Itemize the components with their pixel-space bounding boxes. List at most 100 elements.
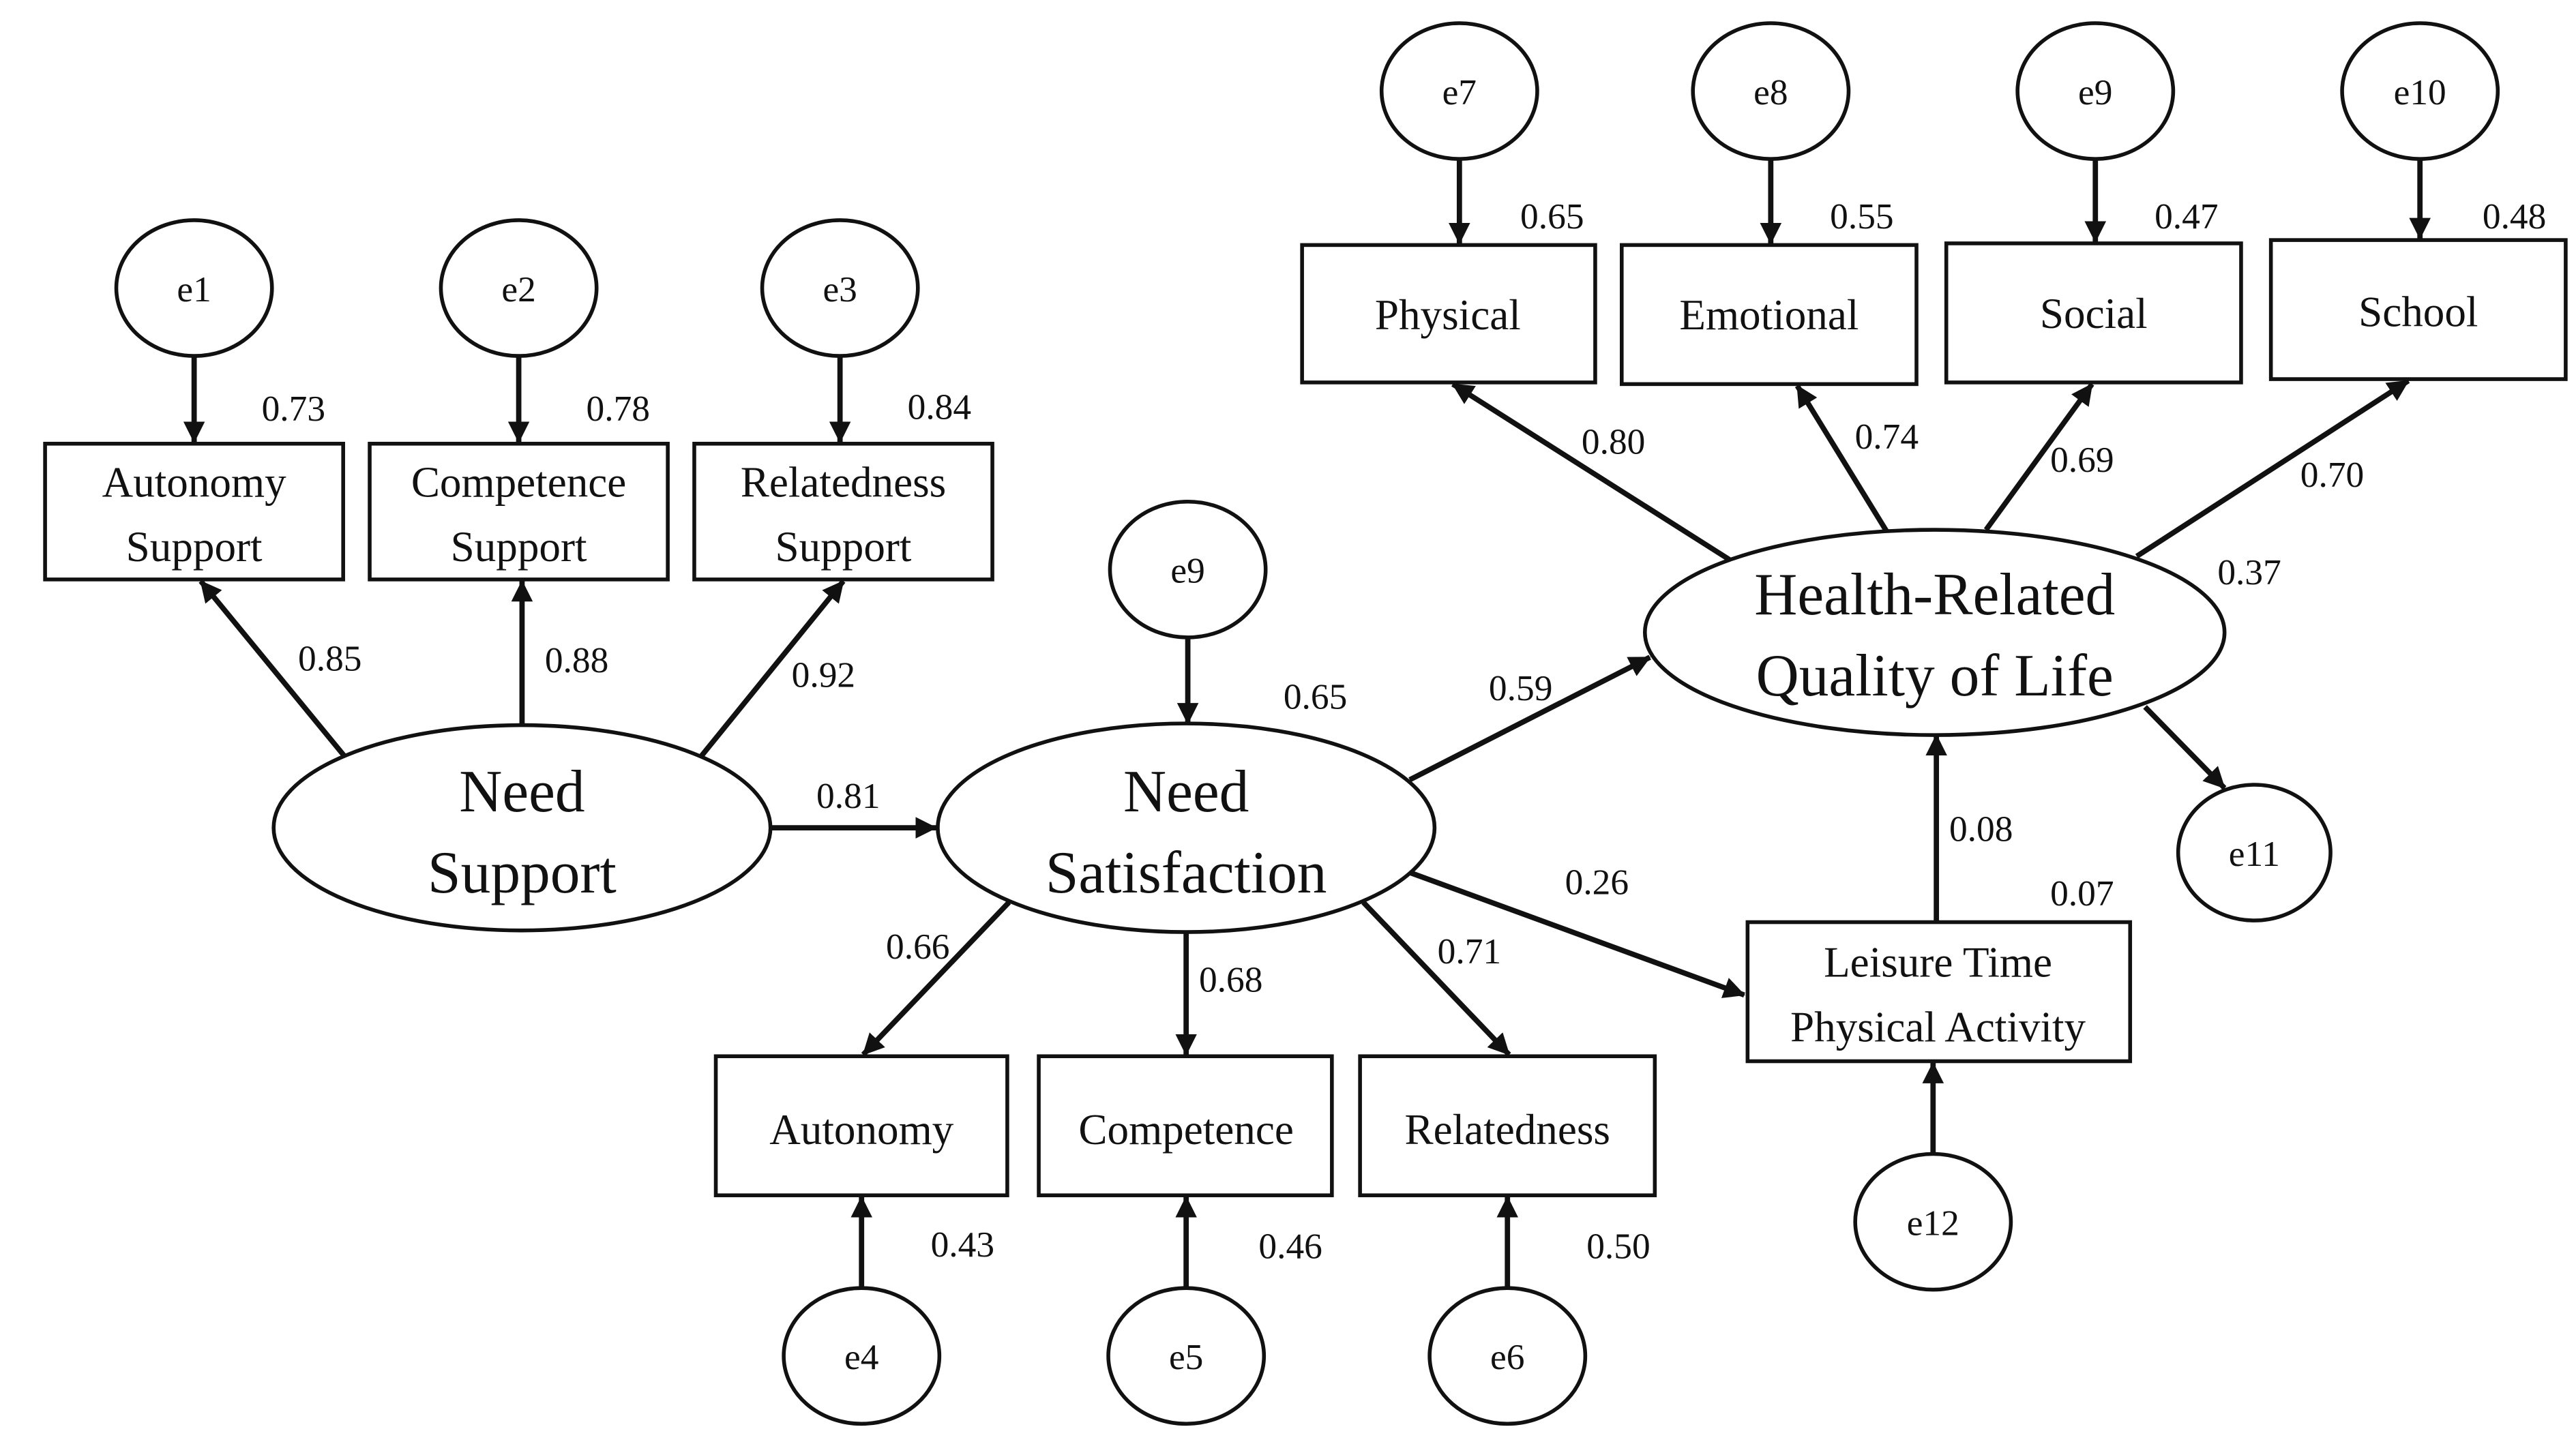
e1-label: e1 [177,269,211,310]
r2-physical: 0.65 [1520,196,1584,237]
path-lines [183,159,2431,1289]
need-satisfaction-label-line-2: Satisfaction [1046,839,1327,905]
ltpa-label-line-1: Leisure Time [1824,939,2052,987]
r2-competence-support: 0.78 [587,388,650,429]
box-school: School [2268,238,2568,381]
hrqol-label-line-1: Health-Related [1754,561,2115,627]
error-e11: e11 [2176,783,2333,922]
r2-relatedness-support: 0.84 [908,386,971,427]
error-e9-social: e9 [2015,21,2176,161]
error-e5: e5 [1106,1286,1267,1426]
competence-label: Competence [1078,1106,1294,1154]
arrow-e11-hrqol [2143,705,2227,790]
arrow-hrqol-social [1983,382,2094,532]
error-e2: e2 [439,218,599,358]
latent-need-support: Need Support [271,723,773,933]
competence-support-label-line-2: Support [451,523,587,571]
relatedness-support-label-line-2: Support [775,523,912,571]
r2-emotional: 0.55 [1830,196,1893,237]
box-social: Social [1944,241,2243,385]
arrow-need-satisfaction-ltpa [1408,870,1745,998]
social-label: Social [2040,290,2148,337]
e11-label: e11 [2229,833,2280,874]
error-e3: e3 [760,218,920,358]
r2-need-satisfaction: 0.65 [1284,676,1347,717]
arrow-hrqol-school [2135,378,2410,559]
box-autonomy: Autonomy [713,1054,1009,1197]
error-e4: e4 [782,1286,942,1426]
e9-indicator-label: e9 [2078,72,2112,112]
autonomy-support-label-line-1: Autonomy [102,458,286,506]
hrqol-label-line-2: Quality of Life [1756,642,2114,708]
loading-school: 0.70 [2300,454,2364,495]
coefficient-labels: 0.73 0.78 0.84 0.43 0.46 0.50 0.65 0.55 … [262,196,2547,1266]
competence-support-label-line-1: Competence [411,458,627,506]
relatedness-label: Relatedness [1404,1106,1610,1154]
need-support-label-line-2: Support [428,839,617,905]
loading-autonomy: 0.66 [886,926,949,967]
arrow-hrqol-physical [1451,382,1731,562]
arrow-need-satisfaction-hrqol [1408,655,1651,783]
loading-relatedness-support: 0.92 [792,655,855,695]
box-relatedness: Relatedness [1358,1054,1657,1197]
box-relatedness-support: Relatedness Support [692,441,994,582]
need-satisfaction-label-line-1: Need [1123,758,1249,824]
autonomy-label: Autonomy [769,1106,953,1154]
box-competence-support: Competence Support [368,441,670,582]
arrow-need-satisfaction-relatedness [1361,900,1511,1057]
e7-label: e7 [1442,72,1477,112]
r2-autonomy: 0.43 [931,1224,994,1265]
box-physical: Physical [1300,243,1597,385]
loading-social: 0.69 [2050,439,2114,480]
e4-label: e4 [844,1336,878,1377]
e6-label: e6 [1490,1336,1524,1377]
autonomy-support-label-line-2: Support [126,523,263,571]
physical-label: Physical [1375,291,1521,339]
r2-relatedness: 0.50 [1586,1225,1650,1266]
loading-competence: 0.68 [1199,959,1262,1000]
path-need-satisfaction-to-hrqol: 0.59 [1489,667,1552,708]
arrow-need-support-autonomy-support [198,579,347,759]
error-e8: e8 [1691,21,1851,161]
box-emotional: Emotional [1619,243,1919,387]
loading-emotional: 0.74 [1855,416,1919,457]
error-e9-need-satisfaction: e9 [1108,499,1268,640]
box-ltpa: Leisure Time Physical Activity [1745,920,2133,1064]
relatedness-support-label-line-1: Relatedness [741,458,947,506]
emotional-label: Emotional [1679,291,1859,339]
loading-physical: 0.80 [1582,421,1645,462]
path-need-support-to-need-satisfaction: 0.81 [816,775,880,816]
r2-competence: 0.46 [1258,1225,1322,1266]
r2-school: 0.48 [2483,196,2546,237]
error-e6: e6 [1427,1286,1588,1426]
r2-ltpa: 0.07 [2050,873,2114,914]
latent-hrqol: Health-Related Quality of Life [1642,528,2227,737]
e9-latent-label: e9 [1170,550,1204,591]
path-need-satisfaction-to-ltpa: 0.26 [1565,861,1629,902]
arrow-need-support-relatedness-support [698,579,846,759]
latent-need-satisfaction: Need Satisfaction [936,721,1437,934]
error-e12: e12 [1853,1152,2013,1292]
box-competence: Competence [1037,1054,1334,1197]
school-label: School [2358,288,2478,335]
error-e7: e7 [1379,21,1539,161]
r2-autonomy-support: 0.73 [262,388,325,429]
e3-label: e3 [823,269,857,310]
error-e10: e10 [2340,21,2500,161]
e8-label: e8 [1753,72,1788,112]
e10-label: e10 [2394,72,2446,112]
arrow-need-satisfaction-autonomy [861,900,1011,1057]
loading-autonomy-support: 0.85 [298,637,361,678]
e12-label: e12 [1907,1202,1959,1243]
ltpa-label-line-2: Physical Activity [1790,1003,2086,1051]
error-e1: e1 [114,218,274,358]
r2-social: 0.47 [2155,196,2218,237]
e5-label: e5 [1169,1336,1203,1377]
box-autonomy-support: Autonomy Support [43,441,345,582]
loading-competence-support: 0.88 [545,640,608,680]
path-ltpa-to-hrqol: 0.08 [1949,809,2013,850]
arrow-hrqol-emotional [1794,384,1889,533]
r2-hrqol: 0.37 [2217,552,2281,592]
loading-relatedness: 0.71 [1438,931,1501,972]
